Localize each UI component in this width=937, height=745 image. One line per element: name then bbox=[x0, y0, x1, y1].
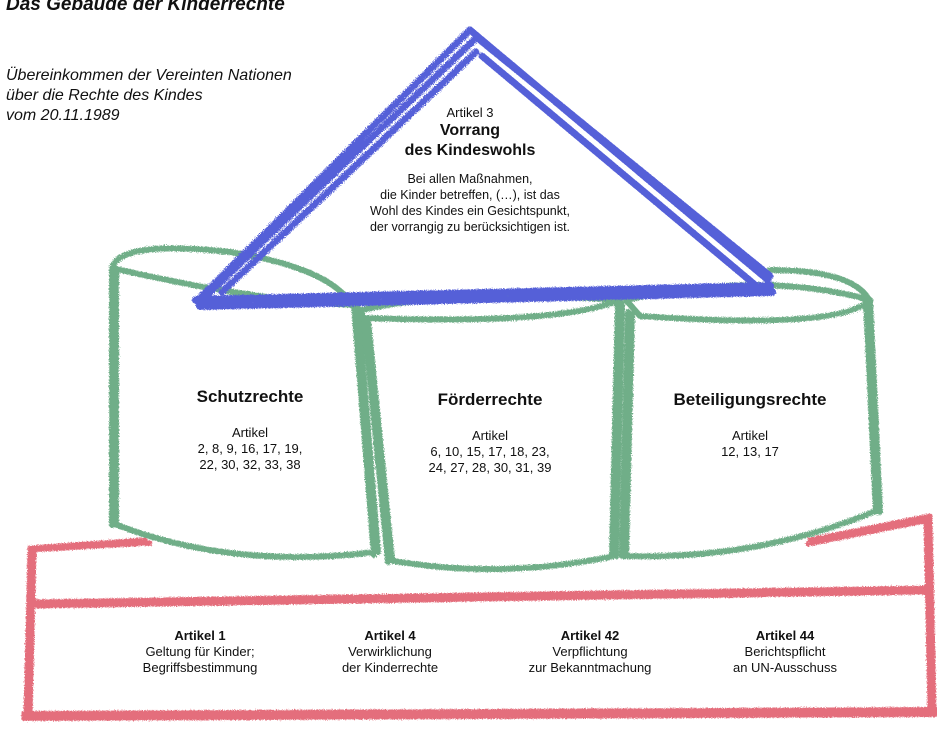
pillar-article-label: Artikel bbox=[731, 428, 769, 443]
pillar-right-sides bbox=[619, 297, 883, 559]
roof-heading-line: des Kindeswohls bbox=[404, 142, 536, 159]
foundation-bottom bbox=[21, 707, 937, 721]
pillar-heading: Förderrechte bbox=[437, 390, 543, 409]
foundation-line: der Kinderrechte bbox=[341, 660, 439, 675]
pillar-beteiligungsrechte: Beteiligungsrechte Artikel 12, 13, 17 bbox=[630, 390, 870, 460]
foundation-line: Begriffsbestimmung bbox=[142, 660, 258, 675]
subtitle-line: über die Rechte des Kindes bbox=[6, 87, 203, 104]
pillar-mid-bottom bbox=[385, 553, 617, 573]
pillar-article-line: 6, 10, 15, 17, 18, 23, bbox=[430, 444, 550, 459]
subtitle-line: Übereinkommen der Vereinten Nationen bbox=[6, 67, 292, 84]
foundation-article: Artikel 1 bbox=[174, 628, 226, 643]
foundation-item-42: Artikel 42 Verpflichtung zur Bekanntmach… bbox=[495, 628, 685, 676]
roof-article: Artikel 3 bbox=[446, 105, 494, 120]
subtitle: Übereinkommen der Vereinten Nationen übe… bbox=[6, 66, 292, 126]
roof-left-edge bbox=[194, 26, 480, 304]
roof-base bbox=[192, 282, 776, 310]
page-title: Das Gebäude der Kinderrechte bbox=[6, 0, 285, 15]
foundation-top bbox=[27, 537, 153, 553]
pillar-left-sides bbox=[109, 265, 381, 558]
pillar-left-bottom bbox=[109, 520, 379, 560]
pillar-right-bottom bbox=[621, 507, 881, 560]
roof-text-line: die Kinder betreffen, (…), ist das bbox=[380, 188, 560, 202]
foundation-left bbox=[23, 547, 37, 719]
pillar-article-line: 12, 13, 17 bbox=[721, 444, 779, 459]
pillar-right-top-arc bbox=[767, 267, 871, 301]
foundation-line: Verpflichtung bbox=[552, 644, 628, 659]
foundation-line: Verwirklichung bbox=[348, 644, 432, 659]
pillar-mid-sides bbox=[361, 299, 625, 565]
roof-heading-line: Vorrang bbox=[439, 122, 501, 139]
foundation-top-right bbox=[805, 513, 933, 547]
roof-text-block: Artikel 3 Vorrang des Kindeswohls Bei al… bbox=[320, 105, 620, 235]
roof-text-line: Wohl des Kindes ein Gesichtspunkt, bbox=[370, 204, 570, 218]
foundation-article: Artikel 4 bbox=[364, 628, 416, 643]
pillar-article-line: 22, 30, 32, 33, 38 bbox=[199, 457, 301, 472]
foundation-item-1: Artikel 1 Geltung für Kinder; Begriffsbe… bbox=[105, 628, 295, 676]
foundation-outline bbox=[21, 513, 937, 721]
pillar-article-label: Artikel bbox=[231, 425, 269, 440]
pillar-article-line: 2, 8, 9, 16, 17, 19, bbox=[197, 441, 303, 456]
pillar-foerderrechte: Förderrechte Artikel 6, 10, 15, 17, 18, … bbox=[380, 390, 600, 476]
foundation-article: Artikel 44 bbox=[755, 628, 815, 643]
foundation-line: Berichtspflicht bbox=[744, 644, 826, 659]
foundation-line: zur Bekanntmachung bbox=[528, 660, 652, 675]
foundation-line: an UN-Ausschuss bbox=[732, 660, 838, 675]
foundation-right bbox=[923, 515, 937, 715]
pillar-heading: Beteiligungsrechte bbox=[673, 390, 827, 409]
foundation-item-4: Artikel 4 Verwirklichung der Kinderrecht… bbox=[305, 628, 475, 676]
foundation-article: Artikel 42 bbox=[560, 628, 620, 643]
pillar-article-line: 24, 27, 28, 30, 31, 39 bbox=[428, 460, 552, 475]
roof-text-line: Bei allen Maßnahmen, bbox=[407, 172, 533, 186]
roof-right-edge bbox=[466, 26, 774, 288]
pillar-schutzrechte: Schutzrechte Artikel 2, 8, 9, 16, 17, 19… bbox=[130, 387, 370, 473]
foundation-mid bbox=[27, 585, 933, 609]
pillar-article-label: Artikel bbox=[471, 428, 509, 443]
roof-description: Bei allen Maßnahmen, die Kinder betreffe… bbox=[320, 171, 620, 235]
foundation-line: Geltung für Kinder; bbox=[145, 644, 255, 659]
pillar-heading: Schutzrechte bbox=[196, 387, 304, 406]
subtitle-line: vom 20.11.1989 bbox=[6, 107, 120, 124]
roof-text-line: der vorrangig zu berücksichtigen ist. bbox=[369, 220, 571, 234]
roof-outline bbox=[192, 26, 776, 310]
foundation-item-44: Artikel 44 Berichtspflicht an UN-Ausschu… bbox=[695, 628, 875, 676]
